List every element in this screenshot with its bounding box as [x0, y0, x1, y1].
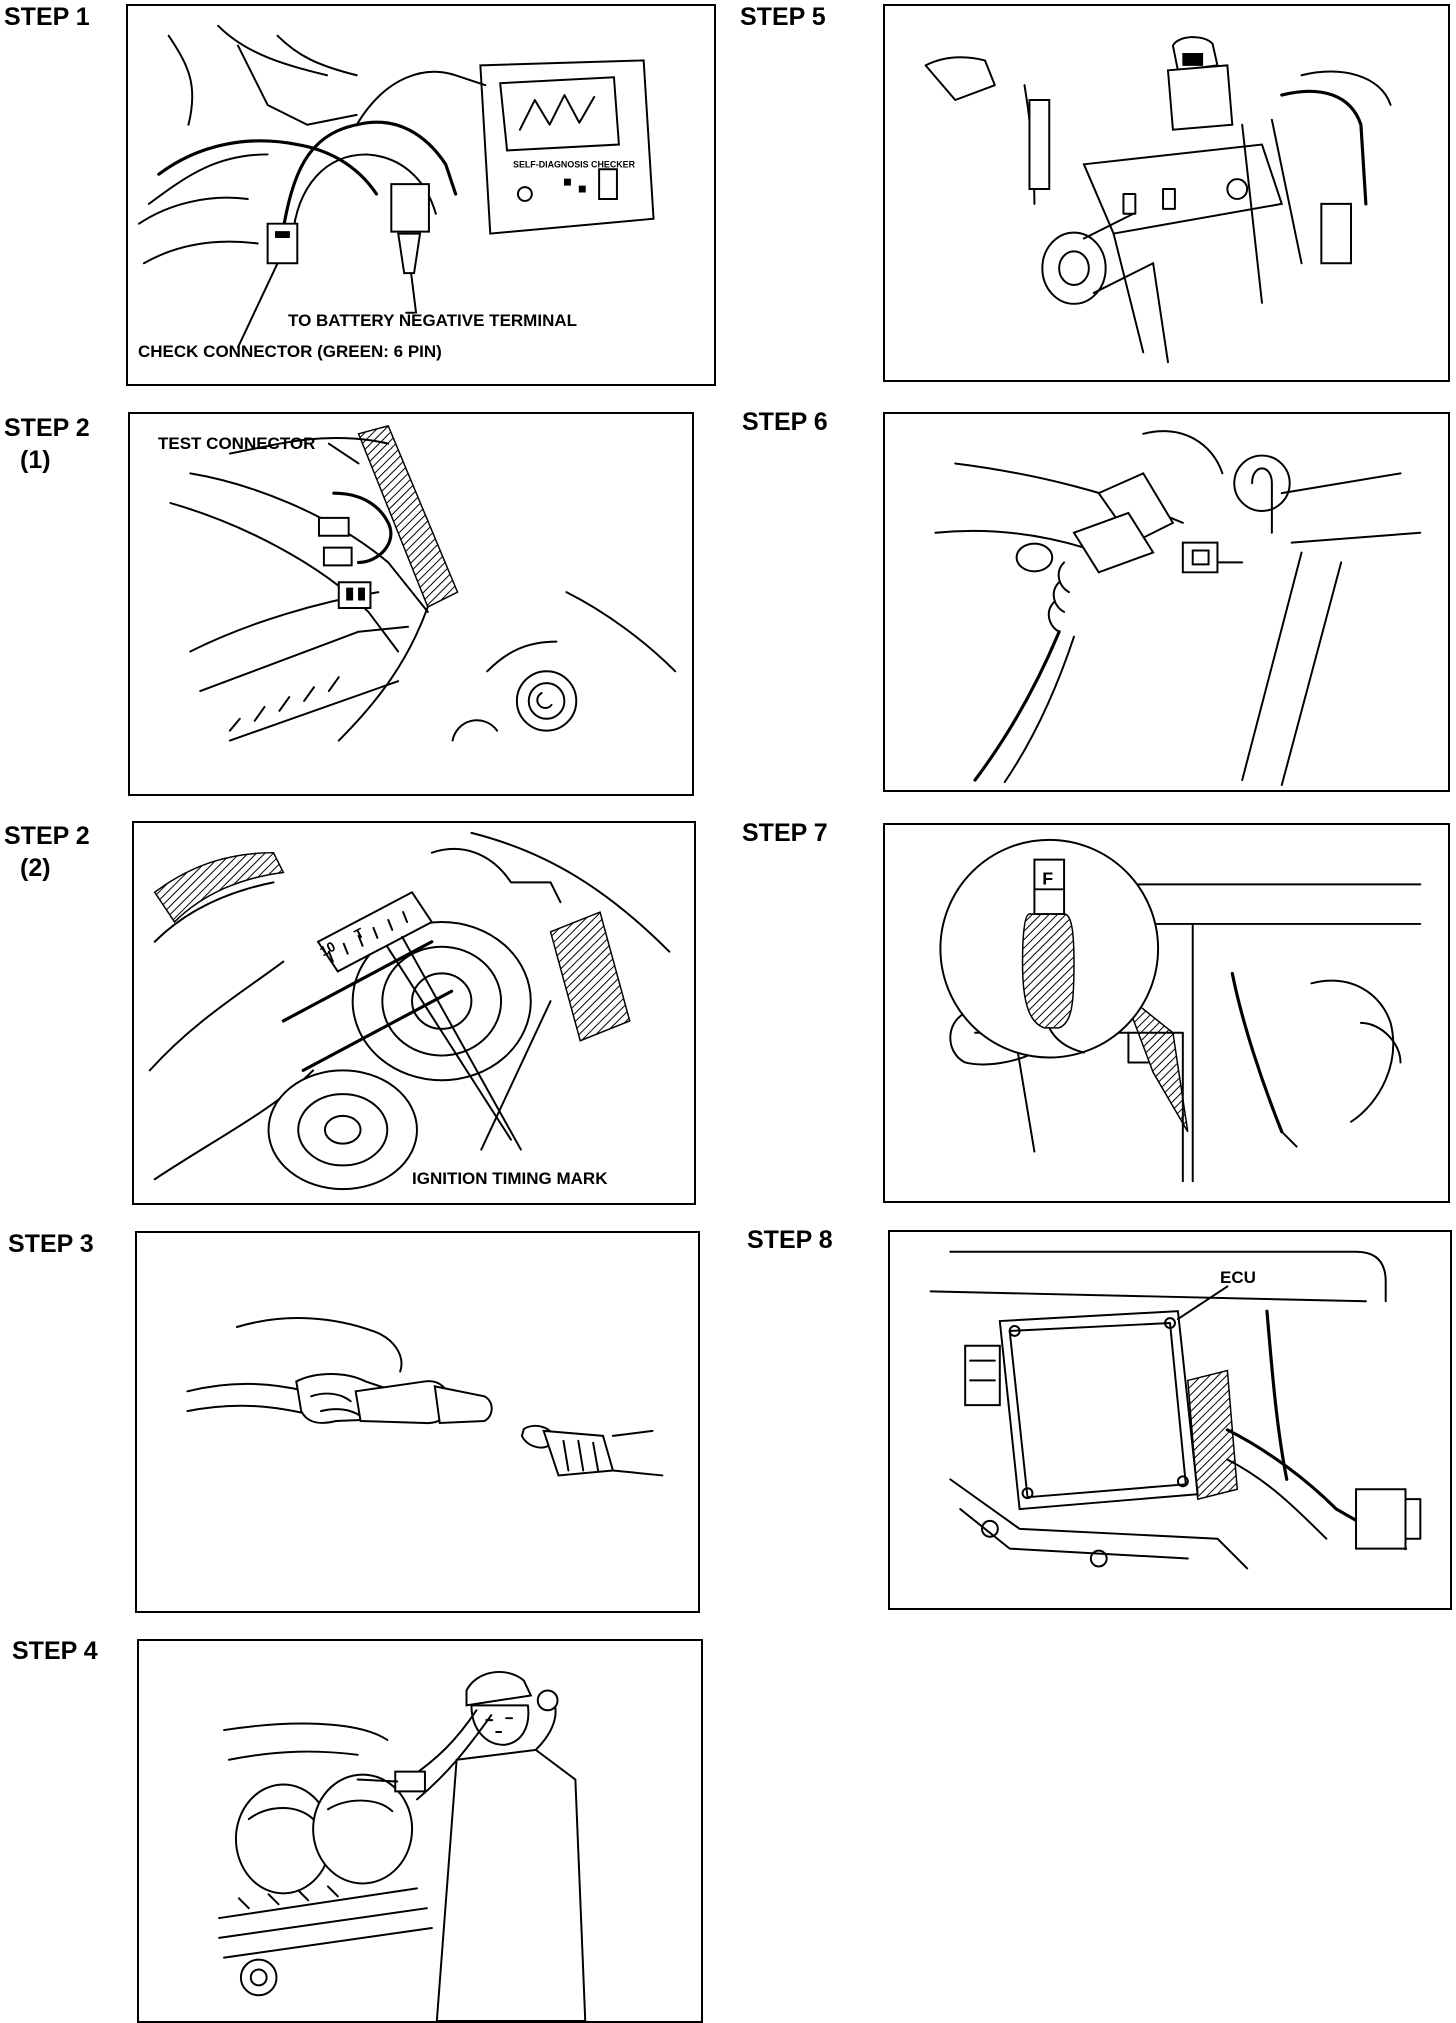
step-5-label: STEP 5 [740, 3, 826, 31]
step-6-illustration [883, 412, 1450, 792]
svg-text:10: 10 [317, 938, 338, 959]
step-7-illustration: F [883, 823, 1450, 1203]
step-1-label: STEP 1 [4, 3, 90, 31]
check-connector-callout: CHECK CONNECTOR (GREEN: 6 PIN) [138, 342, 442, 361]
step-4-label: STEP 4 [12, 1637, 98, 1665]
step-2-2-illustration: 10 T IGNITION TIMING MARK [132, 821, 696, 1205]
ecu-callout: ECU [1220, 1268, 1256, 1287]
step-5-illustration [883, 4, 1450, 382]
step-2-2-label: STEP 2 [4, 822, 90, 850]
dipstick-f-mark: F [1042, 868, 1053, 888]
ignition-timing-mark-callout: IGNITION TIMING MARK [412, 1169, 608, 1188]
test-connector-callout: TEST CONNECTOR [158, 434, 316, 453]
step-1-illustration: SELF-DIAGNOSIS CHECKER TO BATTERY NEGATI… [126, 4, 716, 386]
step-2-1-illustration: TEST CONNECTOR [128, 412, 694, 796]
step-7-label: STEP 7 [742, 819, 828, 847]
step-3-label: STEP 3 [8, 1230, 94, 1258]
battery-negative-callout: TO BATTERY NEGATIVE TERMINAL [288, 311, 578, 330]
step-4-illustration [137, 1639, 703, 2023]
step-3-illustration [135, 1231, 700, 1613]
step-2-2-sublabel: (2) [20, 854, 51, 882]
tester-brand-text: SELF-DIAGNOSIS CHECKER [513, 159, 636, 169]
step-2-1-label: STEP 2 [4, 414, 90, 442]
step-8-illustration: ECU [888, 1230, 1452, 1610]
step-2-1-sublabel: (1) [20, 446, 51, 474]
step-6-label: STEP 6 [742, 408, 828, 436]
step-8-label: STEP 8 [747, 1226, 833, 1254]
